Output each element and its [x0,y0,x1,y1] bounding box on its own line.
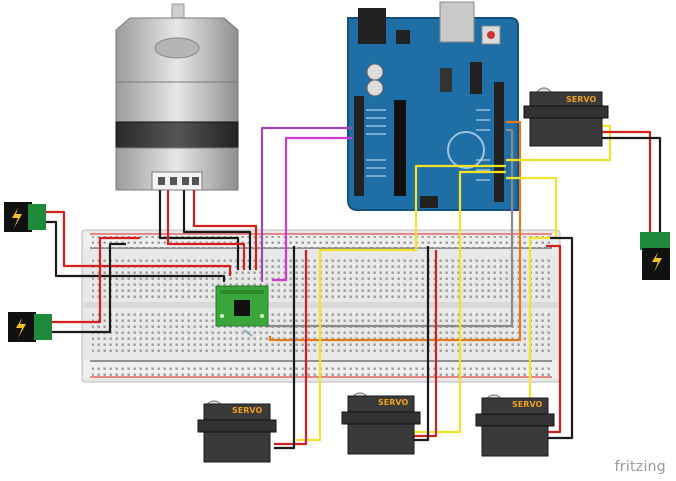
servo-label: SERVO [566,95,596,104]
servo-top-red-wire [600,130,652,232]
jack1-red-wire [46,210,232,276]
arduino-orange-wire [268,120,522,342]
arduino-gray-wire [268,128,514,328]
jack2-black-wire [52,242,126,334]
servo3-red-wire [546,244,562,434]
power-jack-bottom [8,312,52,342]
servo1-red-wire [274,250,308,446]
arduino-uno-board [347,1,519,211]
motor-wire-red-1 [166,190,246,270]
power-jack-top [4,202,46,232]
servo-top-right: SERVO [523,87,609,147]
servo-label: SERVO [378,398,408,407]
stepper-driver-board [215,285,269,337]
arduino-driver-magenta-wire [272,136,352,282]
fritzing-watermark: fritzing [614,459,666,475]
power-jack-right [640,232,670,280]
motor-wire-red-2 [192,190,258,270]
servo2-black-wire [412,246,430,442]
jack2-red-wire [52,236,140,324]
motor-wire-black-2 [182,190,252,270]
servo1-black-wire [274,246,296,450]
servo-bottom-right: SERVO [475,394,555,457]
arduino-yellow-wire-servo-top [506,124,612,162]
servo3-black-wire [548,236,574,440]
jack1-black-wire [46,220,226,282]
arduino-yellow-wire-a [296,164,506,442]
servo-label: SERVO [512,400,542,409]
servo-bottom-left: SERVO [197,400,277,463]
wires [46,120,662,450]
servo2-red-wire [412,250,438,438]
stepper-motor [115,3,239,191]
servo-top-black-wire [600,136,662,232]
servo-label: SERVO [232,406,262,415]
arduino-driver-purple-wire [260,126,352,282]
motor-wire-black-1 [158,190,240,270]
servo-bottom-middle: SERVO [341,392,421,455]
